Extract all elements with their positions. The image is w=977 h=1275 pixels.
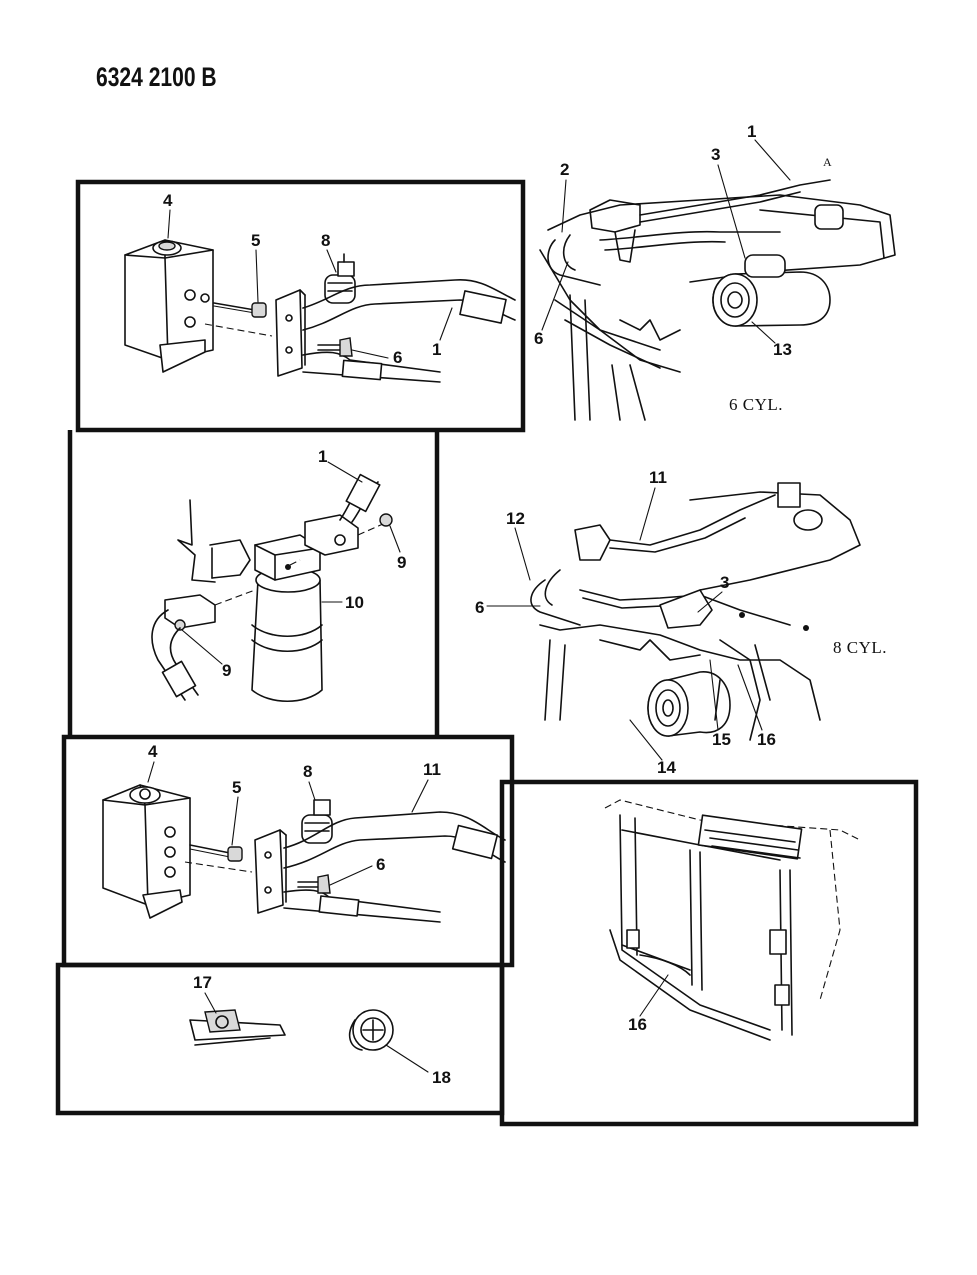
- refrigerant-tube-11: [283, 811, 506, 923]
- callout-4: 4: [163, 191, 173, 210]
- callout-5-lower: 5: [232, 778, 241, 797]
- callout-1-six: 1: [747, 122, 756, 141]
- callout-3-eight: 3: [720, 573, 729, 592]
- panel-expansion-valve-top: 4 5 8 6 1: [124, 191, 516, 383]
- panel-frame-condenser: [499, 779, 919, 1127]
- eight-cyl-engine-view: 11 12 6 3 14 15 16 8 CYL.: [475, 468, 887, 777]
- panel-fasteners: 17 18: [189, 973, 451, 1087]
- callout-11-eight: 11: [649, 468, 667, 487]
- callout-15: 15: [712, 730, 731, 749]
- callout-6: 6: [393, 348, 402, 367]
- panel-receiver-drier: 1 9 10 9: [151, 447, 406, 703]
- callout-6-eight: 6: [475, 598, 484, 617]
- panel-frames: [55, 179, 919, 1127]
- upper-connector: [304, 473, 393, 556]
- bolt-6: [317, 337, 353, 357]
- lower-connector: [151, 589, 256, 701]
- line-fitting-plate-lower: [254, 829, 287, 914]
- callout-10: 10: [345, 593, 364, 612]
- bolt-6-lower: [297, 874, 331, 894]
- callout-18: 18: [432, 1068, 451, 1087]
- panel-frame-expansion-valve-top: [75, 179, 526, 433]
- line-fitting-plate: [275, 289, 306, 377]
- callout-11-lower: 11: [423, 760, 441, 779]
- clip-17: [189, 1009, 286, 1046]
- callout-A: A: [823, 155, 832, 169]
- callout-14: 14: [657, 758, 676, 777]
- callout-6-lower: 6: [376, 855, 385, 874]
- six-cyl-engine-view: 1 3 A 2 6 13 6 CYL.: [534, 122, 896, 421]
- bracket: [177, 499, 251, 583]
- callout-9-upper: 9: [397, 553, 406, 572]
- compressor-13: [712, 271, 831, 327]
- screw-5-lower: [184, 844, 253, 873]
- pressure-switch-8: [324, 253, 356, 304]
- callout-1-receiver: 1: [318, 447, 327, 466]
- panel-condenser: 16: [604, 799, 861, 1041]
- callout-13: 13: [773, 340, 792, 359]
- callout-16-condenser: 16: [628, 1015, 647, 1034]
- expansion-valve-block-lower: [102, 784, 191, 919]
- panel-frame-fasteners: [55, 962, 505, 1116]
- caption-8-cyl: 8 CYL.: [833, 638, 887, 657]
- receiver-drier-10: [251, 534, 323, 703]
- callout-5: 5: [251, 231, 260, 250]
- callout-4-lower: 4: [148, 742, 158, 761]
- callout-17: 17: [193, 973, 212, 992]
- screw-5: [204, 302, 273, 337]
- callout-16-eight: 16: [757, 730, 776, 749]
- callout-8: 8: [321, 231, 330, 250]
- callout-3-six: 3: [711, 145, 720, 164]
- callout-8-lower: 8: [303, 762, 312, 781]
- grommet-18: [348, 1009, 394, 1051]
- callout-6-six: 6: [534, 329, 543, 348]
- callout-1: 1: [432, 340, 441, 359]
- refrigerant-tube-1: [302, 279, 516, 383]
- callout-12: 12: [506, 509, 525, 528]
- document-code: 6324 2100 B: [96, 62, 217, 92]
- expansion-valve-block: [124, 239, 214, 373]
- caption-6-cyl: 6 CYL.: [729, 395, 783, 414]
- pressure-switch-8-lower: [301, 799, 333, 844]
- panel-expansion-valve-bottom: 4 5 8 11 6: [102, 742, 506, 923]
- callout-2-six: 2: [560, 160, 569, 179]
- callout-9-lower: 9: [222, 661, 231, 680]
